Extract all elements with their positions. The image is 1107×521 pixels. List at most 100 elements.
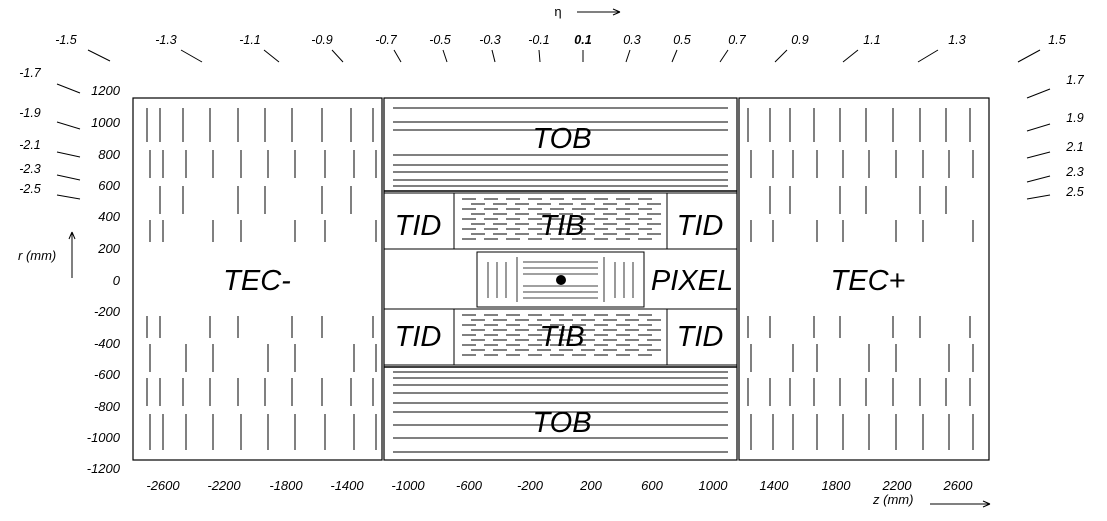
eta-top-mark xyxy=(842,49,859,63)
r-tick-label: -200 xyxy=(94,304,121,319)
eta-top-label: -0.3 xyxy=(479,33,501,47)
eta-top-label: -0.9 xyxy=(311,33,333,47)
eta-top-mark xyxy=(393,49,402,63)
eta-axis-label: η xyxy=(554,4,561,19)
eta-top-label: -1.1 xyxy=(239,33,261,47)
z-axis-label: z (mm) xyxy=(872,492,913,507)
eta-top-mark xyxy=(442,49,448,63)
tid-top-right-label: TID xyxy=(677,210,724,242)
r-tick-label: 400 xyxy=(98,209,120,224)
r-tick-label: -1200 xyxy=(87,461,121,476)
r-tick-label: -400 xyxy=(94,336,121,351)
eta-right-mark xyxy=(1026,151,1051,159)
eta-right-label: 2.1 xyxy=(1065,140,1083,154)
r-tick-label: 1000 xyxy=(91,115,121,130)
eta-top-label: 1.5 xyxy=(1048,33,1065,47)
tob-top-label: TOB xyxy=(532,123,591,155)
tec-minus-label: TEC- xyxy=(223,265,291,297)
eta-top-mark xyxy=(719,49,729,63)
eta-right-label: 2.5 xyxy=(1065,185,1083,199)
eta-top-mark xyxy=(625,49,631,63)
z-tick-label: 2600 xyxy=(943,478,974,493)
eta-top-label: -0.1 xyxy=(528,33,550,47)
eta-top-mark xyxy=(491,49,496,63)
r-tick-label: 0 xyxy=(113,273,121,288)
eta-left-mark xyxy=(56,194,81,200)
eta-top-mark xyxy=(331,49,344,63)
r-tick-label: -800 xyxy=(94,399,121,414)
tec-plus-label: TEC+ xyxy=(831,265,906,297)
eta-top-label: -1.5 xyxy=(55,33,77,47)
r-tick-label: 600 xyxy=(98,178,120,193)
eta-top-mark xyxy=(538,49,541,63)
eta-left-mark xyxy=(56,174,81,181)
tib-top-label: TIB xyxy=(539,210,584,242)
eta-left-mark xyxy=(56,83,81,94)
eta-top-mark xyxy=(917,49,939,63)
z-tick-label: -1800 xyxy=(269,478,303,493)
r-axis-label: r (mm) xyxy=(18,248,56,263)
z-tick-label: 1400 xyxy=(760,478,790,493)
eta-top-label: -0.7 xyxy=(375,33,398,47)
tec-minus-box xyxy=(132,97,383,461)
tid-bottom-left-label: TID xyxy=(395,321,442,353)
eta-right-label: 1.9 xyxy=(1066,111,1083,125)
pixel-box xyxy=(476,251,645,308)
z-arrow-head xyxy=(982,500,991,508)
r-tick-label: 800 xyxy=(98,147,120,162)
z-tick-label: -600 xyxy=(456,478,483,493)
z-tick-label: 1000 xyxy=(699,478,729,493)
central-box xyxy=(383,97,738,461)
tid-top-left-label: TID xyxy=(395,210,442,242)
generated-detail: 1200 1000 800 600 400 200 0 -200 -400 -600 -800 -10… xyxy=(19,33,1085,493)
eta-right-mark xyxy=(1026,175,1051,183)
eta-top-label: 0.3 xyxy=(623,33,640,47)
tec-plus-box xyxy=(738,97,990,461)
eta-top-label: 0.7 xyxy=(728,33,746,47)
r-tick-label: 1200 xyxy=(91,83,121,98)
z-tick-label: 200 xyxy=(579,478,602,493)
eta-top-label: -0.5 xyxy=(429,33,451,47)
z-tick-label: -2600 xyxy=(146,478,180,493)
z-tick-label: 600 xyxy=(641,478,663,493)
tib-bottom-label: TIB xyxy=(539,321,584,353)
tob-bottom-label: TOB xyxy=(532,407,591,439)
eta-right-mark xyxy=(1026,194,1051,200)
eta-top-label: 1.3 xyxy=(948,33,965,47)
tid-bottom-box xyxy=(383,308,738,366)
eta-right-label: 1.7 xyxy=(1066,73,1084,87)
eta-top-mark xyxy=(180,49,203,63)
tid-top-box xyxy=(383,192,738,250)
eta-top-label: -1.3 xyxy=(155,33,177,47)
z-tick-label: -1400 xyxy=(330,478,364,493)
pixel-label: PIXEL xyxy=(651,265,733,297)
eta-top-mark xyxy=(87,49,111,62)
z-tick-label: -1000 xyxy=(391,478,425,493)
r-tick-label: 200 xyxy=(97,241,120,256)
eta-left-label: -1.7 xyxy=(19,66,42,80)
z-tick-label: -2200 xyxy=(207,478,241,493)
eta-right-label: 2.3 xyxy=(1065,165,1083,179)
eta-right-mark xyxy=(1026,123,1051,132)
eta-top-label: 0.9 xyxy=(791,33,808,47)
eta-top-label: 0.1 xyxy=(574,33,591,47)
eta-left-label: -2.5 xyxy=(19,182,41,196)
eta-arrow-head xyxy=(612,8,621,16)
z-tick-label: 2200 xyxy=(882,478,913,493)
eta-left-mark xyxy=(56,151,81,158)
eta-left-label: -2.3 xyxy=(19,162,41,176)
tid-bottom-right-label: TID xyxy=(677,321,724,353)
eta-top-mark xyxy=(774,49,788,63)
eta-left-label: -2.1 xyxy=(19,138,41,152)
eta-left-mark xyxy=(56,121,81,130)
eta-top-label: 0.5 xyxy=(673,33,690,47)
r-arrow-head xyxy=(68,231,76,240)
eta-top-label: 1.1 xyxy=(863,33,880,47)
interaction-point xyxy=(556,275,566,285)
r-tick-label: -600 xyxy=(94,367,121,382)
eta-right-mark xyxy=(1026,88,1051,99)
eta-top-mark xyxy=(263,49,280,63)
z-tick-label: 1800 xyxy=(822,478,852,493)
r-tick-label: -1000 xyxy=(87,430,121,445)
